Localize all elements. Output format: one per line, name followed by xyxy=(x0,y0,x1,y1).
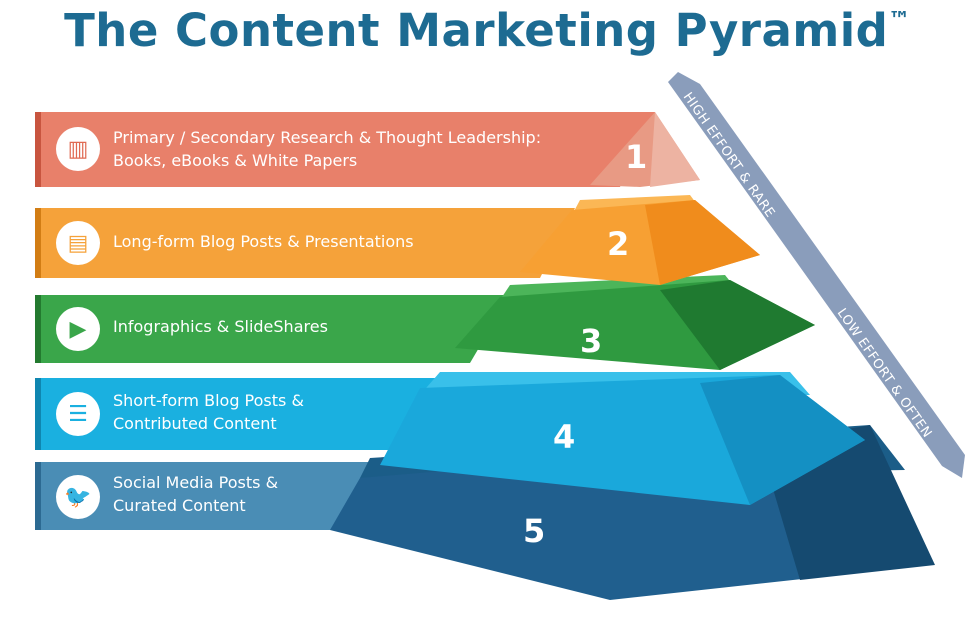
tier-2-side xyxy=(645,200,760,285)
tier-3-line1: Infographics & SlideShares xyxy=(113,317,328,336)
list-icon: ☰ xyxy=(56,392,100,436)
tier-2-number: 2 xyxy=(607,225,630,263)
tier-2-label: Long-form Blog Posts & Presentations xyxy=(113,230,414,253)
tier-3-label: Infographics & SlideShares xyxy=(113,315,328,338)
tier-5-label: Social Media Posts & Curated Content xyxy=(113,471,278,517)
tier-1-line2: Books, eBooks & White Papers xyxy=(113,151,358,170)
tier-3-side xyxy=(660,280,815,370)
band-3 xyxy=(35,295,510,363)
band-2 xyxy=(35,208,575,278)
tier-4-line1: Short-form Blog Posts & xyxy=(113,391,304,410)
tier-4-number: 4 xyxy=(553,418,576,456)
trademark: ™ xyxy=(888,8,911,33)
tier-1-number: 1 xyxy=(625,138,648,176)
video-screen-icon: ▶ xyxy=(56,307,100,351)
book-icon: ▤ xyxy=(56,221,100,265)
tier-4-line2: Contributed Content xyxy=(113,414,277,433)
page-title: The Content Marketing Pyramid™ xyxy=(0,4,975,57)
title-text: The Content Marketing Pyramid xyxy=(64,4,889,57)
tier-5-line2: Curated Content xyxy=(113,496,246,515)
tier-5-number: 5 xyxy=(523,512,546,550)
band-5 xyxy=(35,462,380,530)
band-4 xyxy=(35,378,440,450)
twitter-bird-icon: 🐦 xyxy=(56,475,100,519)
effort-arrow xyxy=(668,72,965,478)
tier-5-line1: Social Media Posts & xyxy=(113,473,279,492)
tier-1-line1: Primary / Secondary Research & Thought L… xyxy=(113,128,542,147)
tier-1-label: Primary / Secondary Research & Thought L… xyxy=(113,126,541,172)
tier-4-label: Short-form Blog Posts & Contributed Cont… xyxy=(113,389,304,435)
tier-2-line1: Long-form Blog Posts & Presentations xyxy=(113,232,414,251)
tier-3-number: 3 xyxy=(580,322,603,360)
band-1 xyxy=(35,112,655,187)
bar-chart-icon: ▥ xyxy=(56,127,100,171)
tier-4-side xyxy=(700,375,865,505)
